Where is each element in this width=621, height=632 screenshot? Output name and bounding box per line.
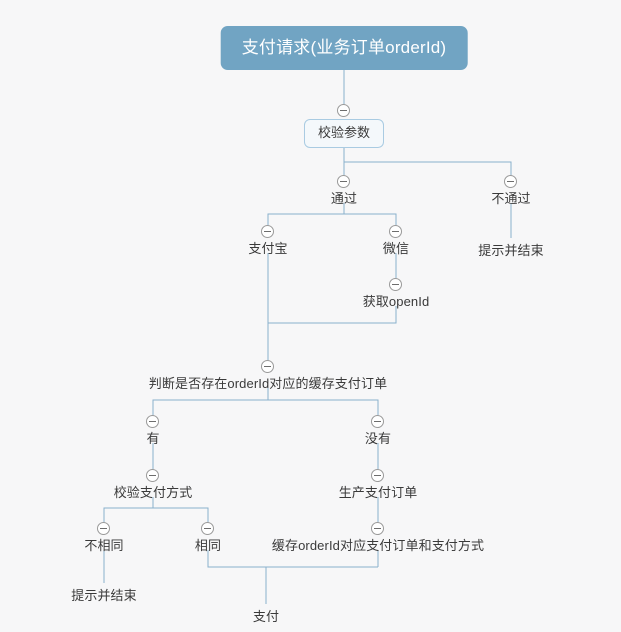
flow-node-n1[interactable]: 校验参数 xyxy=(303,119,385,148)
flow-node-n0[interactable]: 支付请求(业务订单orderId) xyxy=(220,26,468,71)
flow-node-label-n1: 校验参数 xyxy=(303,119,385,148)
flow-node-label-n8: 判断是否存在orderId对应的缓存支付订单 xyxy=(148,376,388,391)
collapse-minus-icon-n1[interactable] xyxy=(337,104,350,117)
flow-node-n12[interactable]: 生产支付订单 xyxy=(339,484,418,502)
flow-node-label-n4: 提示并结束 xyxy=(478,243,544,258)
flow-node-n17[interactable]: 支付 xyxy=(253,608,279,626)
flow-node-label-n15: 缓存orderId对应支付订单和支付方式 xyxy=(271,538,485,553)
collapse-minus-icon-n8[interactable] xyxy=(261,360,274,373)
collapse-minus-icon-n14[interactable] xyxy=(201,522,214,535)
flow-node-label-n14: 相同 xyxy=(194,538,222,553)
flow-node-label-n2: 通过 xyxy=(330,191,358,206)
flow-node-n7[interactable]: 获取openId xyxy=(363,293,430,311)
edge-paybus-to-wechat xyxy=(344,213,397,225)
collapse-minus-icon-n15[interactable] xyxy=(371,522,384,535)
flow-node-n10[interactable]: 没有 xyxy=(365,430,391,448)
collapse-minus-icon-n9[interactable] xyxy=(146,415,159,428)
collapse-minus-icon-n10[interactable] xyxy=(371,415,384,428)
flow-node-label-n9: 有 xyxy=(146,431,160,446)
edge-validate-to-branchbus xyxy=(343,147,512,175)
flow-node-n16[interactable]: 提示并结束 xyxy=(71,587,137,605)
flow-node-label-n10: 没有 xyxy=(364,431,392,446)
flow-node-n3[interactable]: 不通过 xyxy=(491,190,530,208)
flow-node-label-n11: 校验支付方式 xyxy=(113,485,193,500)
flow-node-label-n17: 支付 xyxy=(252,609,280,624)
flow-node-label-n0: 支付请求(业务订单orderId) xyxy=(220,26,468,71)
flow-node-n11[interactable]: 校验支付方式 xyxy=(114,484,193,502)
collapse-minus-icon-n7[interactable] xyxy=(389,278,402,291)
flow-node-n4[interactable]: 提示并结束 xyxy=(478,242,544,260)
flow-node-n14[interactable]: 相同 xyxy=(195,537,221,555)
edge-paytype-to-same xyxy=(153,507,209,522)
collapse-minus-icon-n5[interactable] xyxy=(261,225,274,238)
flow-node-n9[interactable]: 有 xyxy=(146,430,159,448)
collapse-minus-icon-n3[interactable] xyxy=(504,175,517,188)
flow-node-label-n12: 生产支付订单 xyxy=(338,485,418,500)
collapse-minus-icon-n6[interactable] xyxy=(389,225,402,238)
collapse-minus-icon-n13[interactable] xyxy=(97,522,110,535)
flow-node-label-n3: 不通过 xyxy=(491,191,531,206)
edge-cache-to-none xyxy=(268,399,379,415)
flow-node-label-n16: 提示并结束 xyxy=(71,588,137,603)
flow-node-n2[interactable]: 通过 xyxy=(331,190,357,208)
flow-node-label-n6: 微信 xyxy=(382,241,410,256)
flow-node-n6[interactable]: 微信 xyxy=(383,240,409,258)
flow-node-label-n13: 不相同 xyxy=(84,538,124,553)
flow-node-n5[interactable]: 支付宝 xyxy=(248,240,287,258)
flow-node-label-n5: 支付宝 xyxy=(248,241,288,256)
flow-node-n13[interactable]: 不相同 xyxy=(84,537,123,555)
flow-node-n15[interactable]: 缓存orderId对应支付订单和支付方式 xyxy=(272,537,484,555)
flow-node-label-n7: 获取openId xyxy=(362,294,430,309)
collapse-minus-icon-n11[interactable] xyxy=(146,469,159,482)
collapse-minus-icon-n2[interactable] xyxy=(337,175,350,188)
flow-node-n8[interactable]: 判断是否存在orderId对应的缓存支付订单 xyxy=(149,375,387,393)
collapse-minus-icon-n12[interactable] xyxy=(371,469,384,482)
